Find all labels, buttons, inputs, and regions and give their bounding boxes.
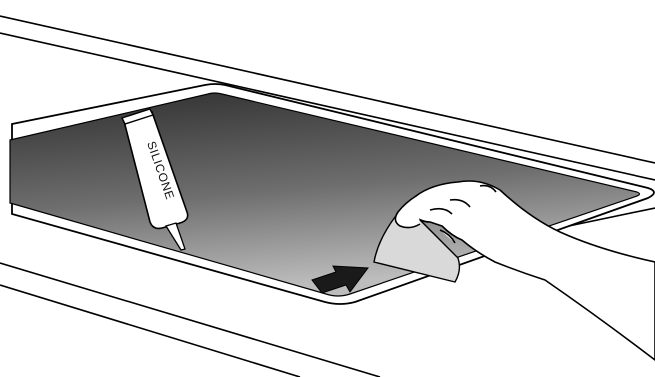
counter-front-edge-2 [0,285,300,377]
